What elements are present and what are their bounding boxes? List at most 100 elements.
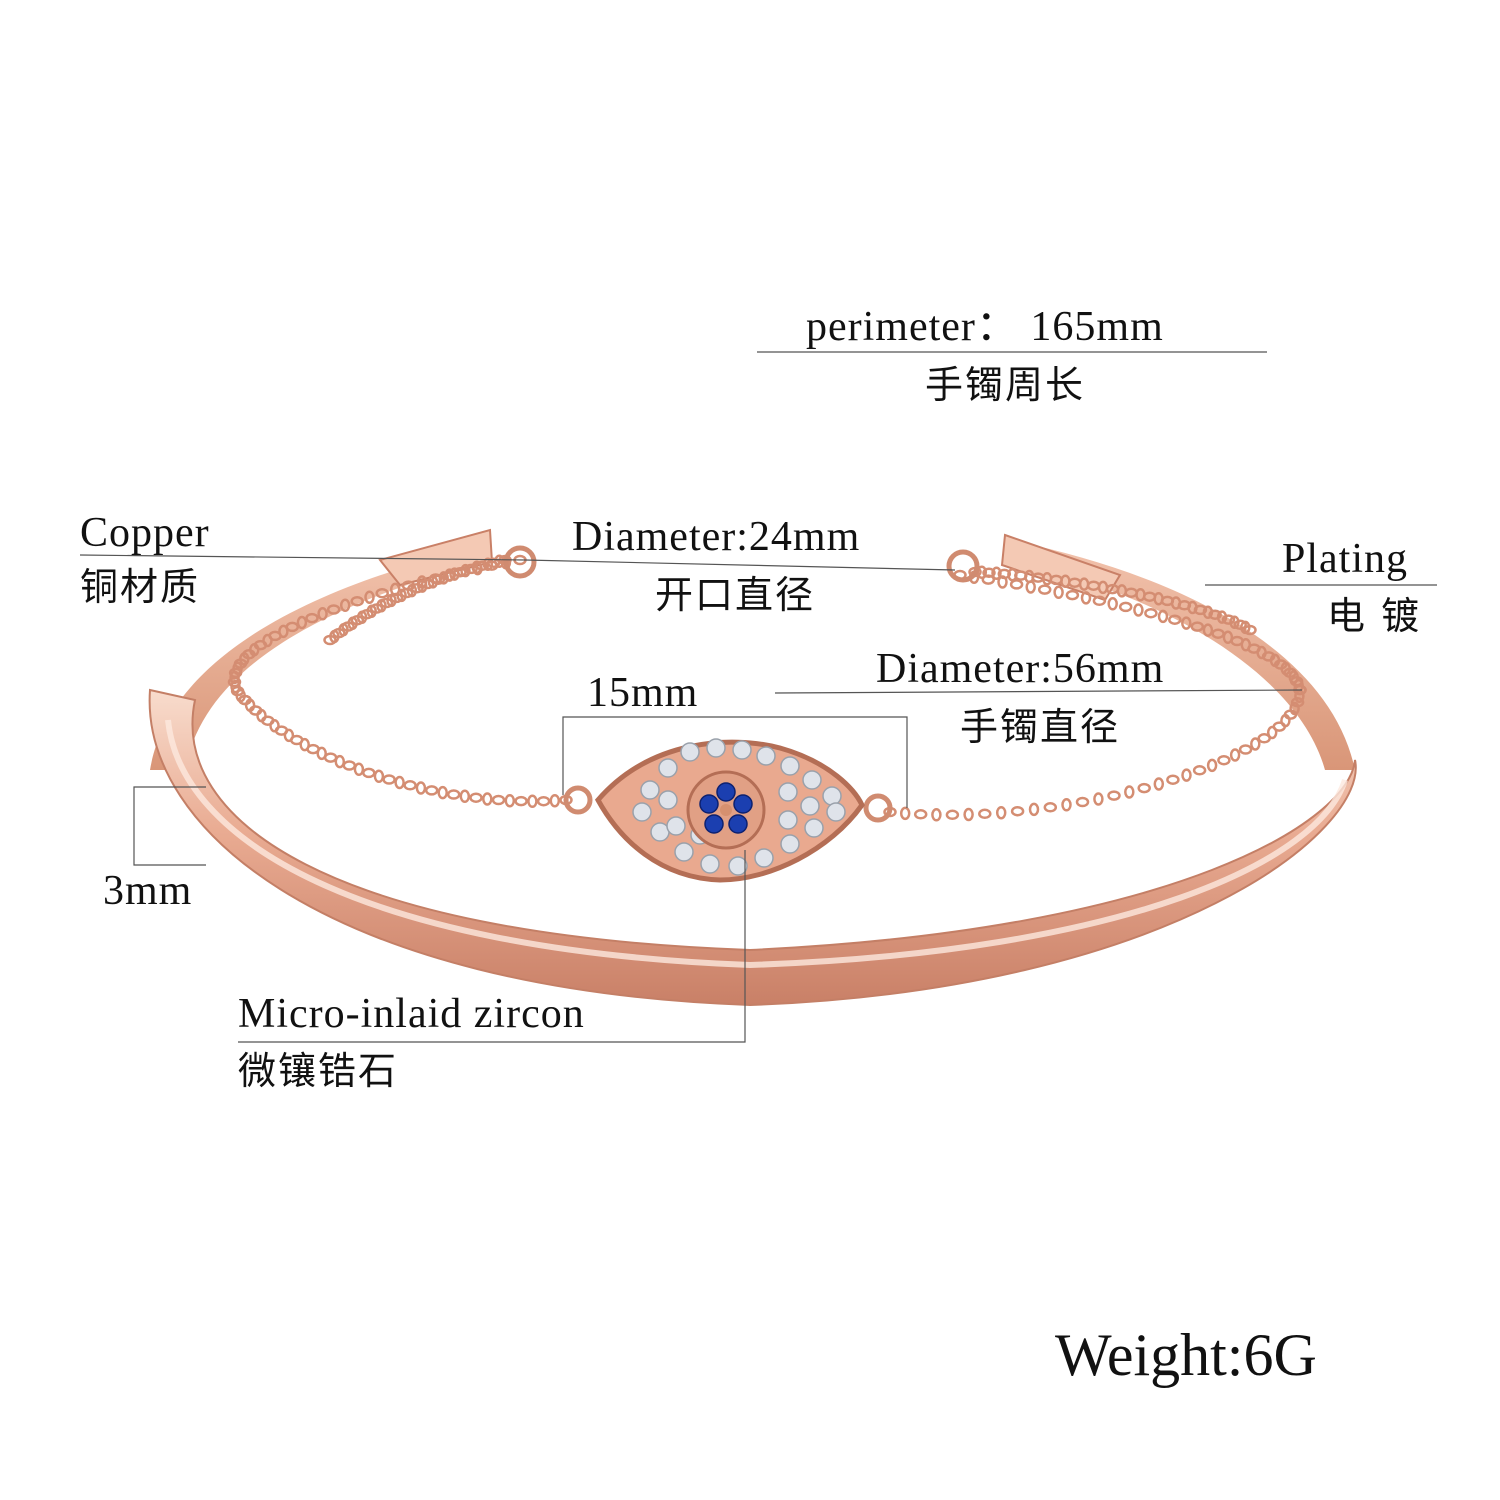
plating-label: Plating [1282, 536, 1409, 582]
blue-zircon-stones [699, 782, 753, 834]
bangle-diameter-line [774, 689, 1303, 694]
white-zircon [802, 770, 822, 790]
chain-link [459, 789, 471, 804]
chain-link [482, 557, 494, 571]
chain-link [364, 590, 375, 604]
chain-link [1153, 777, 1165, 791]
chain-link [931, 808, 942, 822]
chain-link [269, 718, 280, 733]
chain-link [305, 612, 319, 624]
chain-link [1080, 591, 1092, 605]
chain-link [1250, 737, 1261, 751]
weight-label: Weight:6G [1055, 1322, 1317, 1388]
chain-link [1193, 604, 1208, 616]
perimeter-label: perimeter： 165mm [806, 304, 1164, 350]
chain-link [375, 587, 389, 599]
chain-link [415, 781, 427, 795]
chain-link [453, 567, 467, 578]
chain-link [991, 566, 1002, 581]
chain-link [1294, 689, 1305, 703]
chain-link [1257, 733, 1271, 744]
chain-link [1222, 630, 1234, 645]
chain-end-ring [503, 545, 537, 579]
chain-link [229, 670, 240, 685]
chain-link [1221, 614, 1236, 625]
chain-link [1010, 805, 1025, 817]
white-zircon [754, 848, 774, 868]
chain-link [410, 583, 424, 594]
chain-link [1202, 623, 1214, 637]
chain-link [1053, 585, 1064, 600]
evil-eye-charm [563, 738, 893, 883]
chain-link [1217, 754, 1231, 766]
charm-loop-right [863, 793, 893, 823]
chain-link [316, 746, 327, 761]
perimeter-label-zh: 手镯周长 [925, 363, 1086, 407]
chain-link [373, 769, 385, 784]
blue-zircon [716, 782, 736, 802]
plating-label-zh: 电 镀 [1327, 594, 1422, 638]
white-zircon [756, 746, 776, 766]
white-zircon [632, 802, 652, 822]
chain-link [1243, 624, 1257, 636]
chain-link [1157, 609, 1169, 624]
chain-link [1124, 785, 1135, 799]
white-zircon [778, 782, 798, 802]
chain-link [1166, 774, 1180, 785]
chain-link [420, 578, 435, 590]
chain-link [283, 728, 295, 743]
chain-link [464, 563, 478, 575]
zircon-leader [238, 850, 746, 1043]
chain-link [1206, 758, 1218, 773]
zircon-stones [632, 738, 846, 876]
chain-link [1208, 609, 1222, 620]
zircon-label-zh: 微镶锆石 [238, 1049, 399, 1093]
chain-link [1093, 792, 1104, 806]
white-zircon [826, 802, 846, 822]
thickness-label: 3mm [103, 868, 193, 914]
chain-link [899, 806, 911, 821]
bangle-diameter-label-zh: 手镯直径 [960, 705, 1121, 749]
chain-link [475, 560, 490, 571]
opening-diameter-label: Diameter:24mm [572, 514, 861, 560]
chain-link [1266, 725, 1278, 740]
blue-zircon [728, 814, 748, 834]
white-zircon [658, 790, 678, 810]
chain-link [1181, 768, 1192, 782]
bangle-diameter-label: Diameter:56mm [876, 646, 1165, 692]
chain-link [431, 574, 446, 586]
blue-zircon [733, 794, 753, 814]
chain-link [424, 785, 439, 796]
chain-link [1133, 603, 1144, 617]
chain-link [1118, 601, 1133, 613]
chain-link [1190, 621, 1205, 632]
charm-width-label: 15mm [587, 670, 699, 716]
chain-link [1137, 782, 1151, 794]
chain-link [334, 754, 346, 769]
chain-link [353, 762, 365, 777]
copper-line [79, 554, 526, 561]
chain-link [326, 604, 341, 615]
chain-link [471, 560, 482, 575]
chain-link [1065, 589, 1080, 601]
chain-link [427, 575, 439, 589]
chain-link [449, 567, 460, 581]
chain-link [1261, 651, 1276, 662]
bangle-front-highlight [165, 719, 1348, 969]
chain-link [323, 752, 338, 763]
chain-link [514, 795, 528, 807]
white-zircon [658, 758, 678, 778]
white-zircon [700, 854, 720, 874]
chain-link [469, 792, 483, 803]
chain-link [536, 795, 551, 807]
chain-link [1238, 744, 1253, 755]
charm-loop-left [563, 785, 593, 815]
zircon-label: Micro-inlaid zircon [238, 991, 585, 1037]
white-zircon [780, 756, 800, 776]
thickness-bracket [133, 786, 206, 866]
chain-link [350, 595, 364, 607]
white-zircon [706, 738, 726, 758]
chain-link [913, 809, 928, 820]
white-zircon [680, 742, 700, 762]
